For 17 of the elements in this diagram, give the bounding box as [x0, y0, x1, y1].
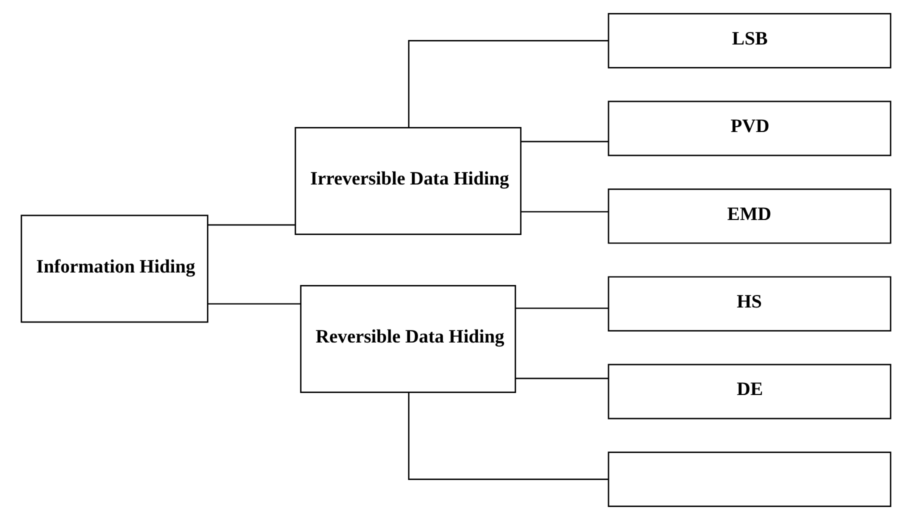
- node-box: Information Hiding: [20, 214, 208, 323]
- node-box: DE: [608, 364, 892, 420]
- connector: [408, 40, 608, 128]
- connector: [208, 224, 295, 226]
- connector: [516, 308, 608, 309]
- connector: [516, 378, 608, 380]
- node-box: PVD: [608, 100, 892, 156]
- node-box: EMD: [608, 188, 892, 244]
- connector: [520, 211, 608, 212]
- node-box: HS: [608, 276, 892, 332]
- node-box: Reversible Data Hiding: [300, 284, 516, 393]
- connector: [208, 303, 301, 305]
- connector: [520, 140, 608, 142]
- connector: [408, 392, 608, 480]
- node-box: Irreversible Data Hiding: [294, 127, 522, 236]
- node-box: LSB: [608, 13, 892, 68]
- node-box: [608, 452, 892, 507]
